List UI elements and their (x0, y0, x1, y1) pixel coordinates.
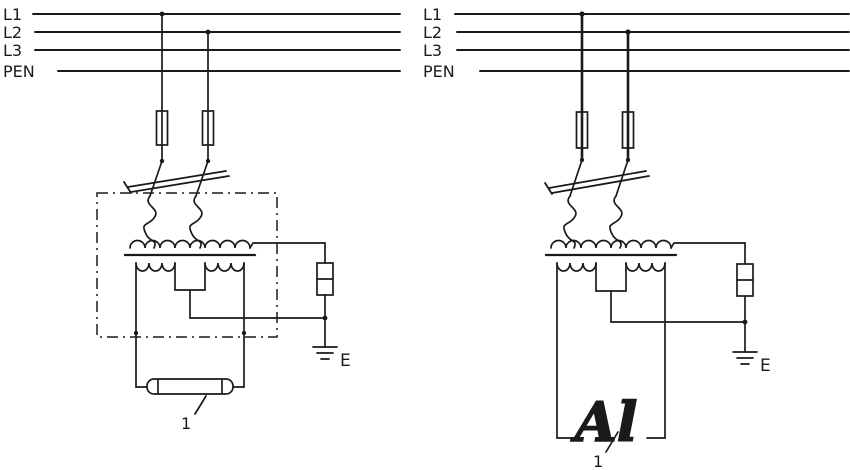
switch-linkage-bar (130, 175, 230, 193)
fuse-icon (621, 111, 635, 149)
callout-line (605, 431, 619, 453)
left-switch (123, 158, 230, 197)
right-electrode: Al 1 (569, 389, 638, 470)
switch-blade (615, 159, 629, 197)
junction-dot (241, 330, 247, 336)
arrester-top-wire (670, 242, 746, 265)
left-surge-arrester: E (312, 262, 351, 371)
switch-linkage-tick (123, 181, 132, 194)
switch-linkage-bar (548, 170, 647, 189)
part-number-label: 1 (593, 452, 603, 470)
junction-dot (133, 330, 139, 336)
secondary-winding (135, 262, 176, 272)
left-feeders (155, 11, 215, 162)
junction-dot (742, 319, 748, 325)
discharge-tube-icon (146, 378, 234, 395)
earth-label: E (340, 351, 351, 371)
switch-blade (149, 160, 163, 197)
callout-line (194, 395, 207, 415)
part-number-label: 1 (181, 414, 191, 433)
right-transformer (544, 195, 746, 439)
switch-blade (195, 160, 209, 197)
primary-winding (129, 239, 251, 249)
left-circuit: L1 L2 L3 PEN (3, 5, 401, 433)
bus-label-l2: L2 (3, 23, 22, 42)
bus-label-l3: L3 (3, 41, 22, 60)
secondary-winding (625, 262, 666, 272)
secondary-inner-link (595, 262, 627, 292)
fuse-icon (201, 110, 215, 146)
left-power-bus: L1 L2 L3 PEN (3, 5, 401, 81)
bus-label-l1: L1 (423, 5, 442, 24)
material-label: Al (570, 390, 637, 454)
right-surge-arrester: E (732, 263, 771, 376)
switch-linkage-bar (127, 170, 227, 188)
primary-winding (550, 239, 672, 249)
right-switch (544, 157, 650, 197)
switch-blade (569, 159, 583, 197)
bus-label-l2: L2 (423, 23, 442, 42)
arrester-top-wire (249, 242, 326, 264)
fuse-icon (155, 110, 169, 146)
earth-label: E (760, 356, 771, 376)
fuse-icon (575, 111, 589, 149)
right-power-bus: L1 L2 L3 PEN (423, 5, 850, 81)
secondary-winding (556, 262, 597, 272)
bus-label-l3: L3 (423, 41, 442, 60)
left-discharge-tube: 1 (146, 378, 234, 433)
junction-dot (322, 315, 328, 321)
secondary-winding (204, 262, 245, 272)
enclosure-boundary-box (96, 192, 278, 338)
bus-label-l1: L1 (3, 5, 22, 24)
right-feeders (575, 11, 635, 162)
left-transformer (96, 192, 326, 388)
secondary-inner-link (174, 262, 206, 291)
right-circuit: L1 L2 L3 PEN (423, 5, 850, 470)
bus-label-pen: PEN (3, 62, 35, 81)
switch-linkage-bar (551, 175, 650, 194)
bus-label-pen: PEN (423, 62, 455, 81)
switch-linkage-tick (544, 182, 553, 195)
